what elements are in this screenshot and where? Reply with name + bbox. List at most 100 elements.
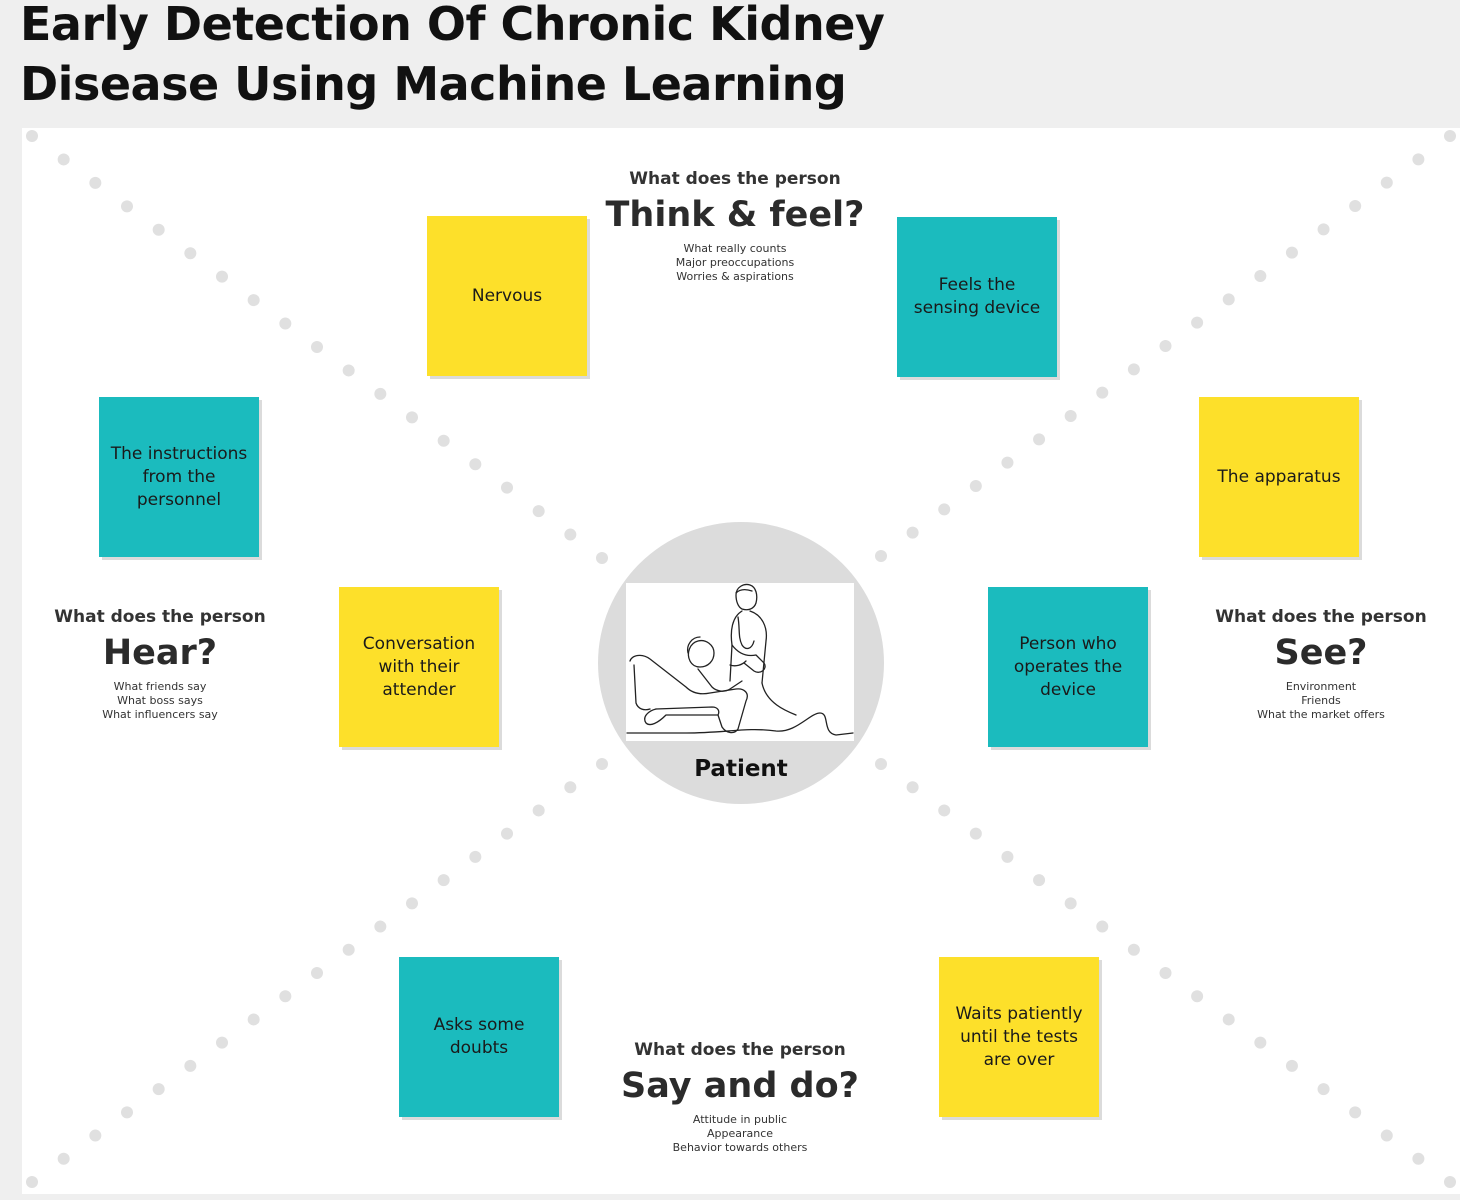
section-see: What does the person See? Environment Fr…: [1161, 606, 1460, 722]
guide-dot: [1096, 386, 1109, 399]
guide-dot: [89, 1129, 102, 1142]
guide-dot: [374, 387, 387, 400]
hear-hint: What boss says: [117, 694, 203, 707]
guide-dot: [532, 804, 545, 817]
guide-dot: [437, 874, 450, 887]
guide-dot: [342, 943, 355, 956]
see-hint: Friends: [1301, 694, 1341, 707]
guide-dot: [216, 270, 228, 283]
sticky-note-nervous[interactable]: Nervous: [427, 216, 587, 376]
guide-dot: [152, 223, 165, 236]
guide-dot: [906, 781, 919, 794]
guide-dot: [1191, 990, 1204, 1003]
see-prompt: What does the person: [1215, 607, 1427, 627]
guide-dot: [247, 294, 260, 307]
section-think-feel: What does the person Think & feel? What …: [575, 168, 895, 284]
page-title: Early Detection Of Chronic Kidney Diseas…: [20, 0, 885, 114]
guide-dot: [1349, 200, 1362, 212]
guide-dot: [216, 1036, 228, 1049]
think-prompt: What does the person: [629, 169, 841, 189]
guide-dot: [1222, 1013, 1235, 1026]
say-heading: Say and do?: [613, 1066, 867, 1106]
guide-dot: [501, 481, 513, 494]
guide-dot: [875, 550, 887, 562]
guide-dot: [596, 552, 608, 564]
guide-dot: [121, 1106, 133, 1119]
sticky-note-feels-device[interactable]: Feels the sensing device: [897, 217, 1057, 377]
guide-dot: [1317, 1083, 1330, 1096]
guide-dot: [184, 247, 197, 260]
guide-dot: [969, 827, 982, 840]
guide-dot: [532, 505, 545, 518]
hear-hint: What friends say: [113, 680, 207, 693]
say-hints: Attitude in public Appearance Behavior t…: [580, 1113, 900, 1155]
sticky-note-operator[interactable]: Person who operates the device: [988, 587, 1148, 747]
guide-dot: [564, 528, 577, 541]
guide-dot: [26, 130, 38, 142]
think-hint: Major preoccupations: [675, 256, 795, 269]
guide-dot: [938, 804, 951, 817]
think-hint: Worries & aspirations: [676, 270, 794, 283]
say-hint: Behavior towards others: [672, 1141, 808, 1154]
see-hints: Environment Friends What the market offe…: [1161, 680, 1460, 722]
say-hint: Attitude in public: [692, 1113, 788, 1126]
think-hint: What really counts: [683, 242, 787, 255]
guide-dot: [26, 1176, 38, 1188]
guide-dot: [1380, 176, 1393, 189]
section-hear: What does the person Hear? What friends …: [0, 606, 320, 722]
guide-dot: [1380, 1129, 1393, 1142]
guide-dot: [437, 434, 450, 447]
guide-dot: [57, 153, 70, 166]
guide-dot: [1412, 1152, 1425, 1165]
guide-dot: [1444, 130, 1456, 142]
see-hint: What the market offers: [1257, 708, 1385, 721]
guide-dot: [89, 176, 102, 189]
title-line-1: Early Detection Of Chronic Kidney: [20, 0, 885, 51]
guide-dot: [247, 1013, 260, 1026]
guide-dot: [596, 758, 608, 770]
guide-dot: [469, 850, 482, 863]
guide-dot: [121, 200, 133, 213]
see-hint: Environment: [1285, 680, 1357, 693]
guide-dot: [1033, 433, 1046, 446]
see-heading: See?: [1266, 633, 1376, 673]
guide-dot: [564, 781, 577, 794]
sticky-note-apparatus[interactable]: The apparatus: [1199, 397, 1359, 557]
guide-dot: [1159, 340, 1172, 352]
guide-dot: [1191, 316, 1204, 329]
center-label: Patient: [694, 756, 788, 782]
sticky-note-conversation[interactable]: Conversation with their attender: [339, 587, 499, 747]
guide-dot: [1096, 920, 1109, 933]
guide-dot: [1127, 363, 1140, 376]
guide-dot: [1317, 223, 1330, 236]
guide-dot: [1064, 410, 1077, 422]
think-hints: What really counts Major preoccupations …: [575, 242, 895, 284]
empathy-map-board: Patient What does the person Think & fee…: [22, 128, 1460, 1194]
guide-dot: [1444, 1176, 1456, 1188]
guide-dot: [342, 364, 355, 377]
guide-dot: [1159, 967, 1172, 979]
title-line-2: Disease Using Machine Learning: [20, 57, 847, 111]
guide-dot: [1127, 943, 1140, 956]
think-heading: Think & feel?: [597, 195, 873, 235]
say-prompt: What does the person: [634, 1040, 846, 1060]
sticky-note-waits[interactable]: Waits patiently until the tests are over: [939, 957, 1099, 1117]
guide-dot: [1222, 293, 1235, 306]
section-say-do: What does the person Say and do? Attitud…: [580, 1039, 900, 1155]
guide-dot: [152, 1083, 165, 1096]
guide-dot: [1349, 1106, 1362, 1119]
hear-hint: What influencers say: [102, 708, 218, 721]
guide-dot: [875, 758, 887, 770]
hear-prompt: What does the person: [54, 607, 266, 627]
guide-dot: [1254, 270, 1267, 282]
guide-dot: [1412, 153, 1425, 166]
diagonal-dots: [26, 130, 1456, 1188]
sticky-note-doubts[interactable]: Asks some doubts: [399, 957, 559, 1117]
hear-heading: Hear?: [94, 633, 226, 673]
guide-dot: [406, 411, 418, 424]
sticky-note-instructions[interactable]: The instructions from the personnel: [99, 397, 259, 557]
guide-dot: [374, 920, 387, 933]
guide-dot: [501, 827, 513, 840]
guide-dot: [469, 458, 482, 471]
guide-dot: [311, 341, 323, 353]
